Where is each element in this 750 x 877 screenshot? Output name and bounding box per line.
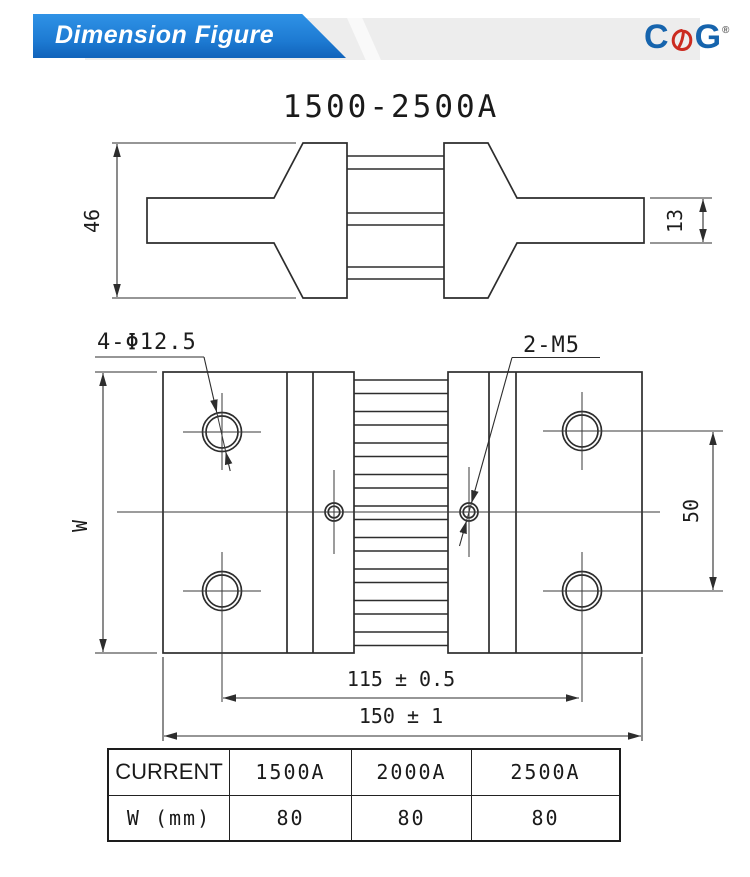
dim-115: 115 ± 0.5	[223, 667, 579, 702]
brand-logo: C G®	[644, 17, 730, 57]
dim-w-label: W	[68, 519, 92, 532]
side-view: 46 13	[80, 142, 712, 299]
callout-mount-holes: 4-Φ12.5	[95, 330, 233, 472]
dim-13-label: 13	[663, 209, 687, 233]
header-banner: Dimension Figure	[33, 14, 346, 58]
dim-50-label: 50	[679, 499, 703, 523]
page-title: Dimension Figure	[55, 21, 275, 49]
dim-13: 13	[650, 197, 712, 244]
dim-46: 46	[80, 142, 296, 299]
logo-swirl-icon	[670, 27, 694, 53]
thread-holes-label: 2-M5	[523, 333, 580, 358]
dim-115-label: 115 ± 0.5	[347, 667, 455, 691]
mount-holes-label: 4-Φ12.5	[97, 330, 197, 355]
table-cell: W (mm)	[107, 794, 230, 842]
dim-46-label: 46	[80, 209, 104, 233]
dim-150-label: 150 ± 1	[359, 704, 443, 728]
drawing-title: 1500-2500A	[283, 89, 500, 125]
table-row-current: CURRENT 1500A 2000A 2500A	[107, 748, 621, 796]
table-cell: 2500A	[471, 748, 621, 796]
plan-view: W 50 115 ± 0.5 150 ± 1 4-Φ12.5 2	[68, 330, 723, 741]
table-cell: CURRENT	[107, 748, 230, 796]
resistance-strips-plan	[354, 379, 448, 647]
dimension-drawing: 1500-2500A 46 13	[68, 89, 723, 741]
logo-letter-c: C	[644, 18, 669, 56]
table-cell: 80	[351, 794, 472, 842]
table-cell: 1500A	[229, 748, 352, 796]
dim-150: 150 ± 1	[162, 657, 643, 741]
registered-mark: ®	[722, 24, 730, 36]
mount-holes	[201, 410, 603, 612]
table-cell: 80	[229, 794, 352, 842]
resistance-strips-side	[347, 155, 444, 280]
table-row-width: W (mm) 80 80 80	[107, 794, 621, 842]
logo-letter-g: G	[694, 18, 722, 56]
dim-50: 50	[679, 432, 717, 590]
dim-w: W	[68, 371, 157, 654]
callout-thread-holes: 2-M5	[458, 333, 600, 547]
centerlines	[117, 392, 723, 702]
spec-table: CURRENT 1500A 2000A 2500A W (mm) 80 80 8…	[107, 748, 621, 842]
table-cell: 2000A	[351, 748, 472, 796]
table-cell: 80	[471, 794, 621, 842]
